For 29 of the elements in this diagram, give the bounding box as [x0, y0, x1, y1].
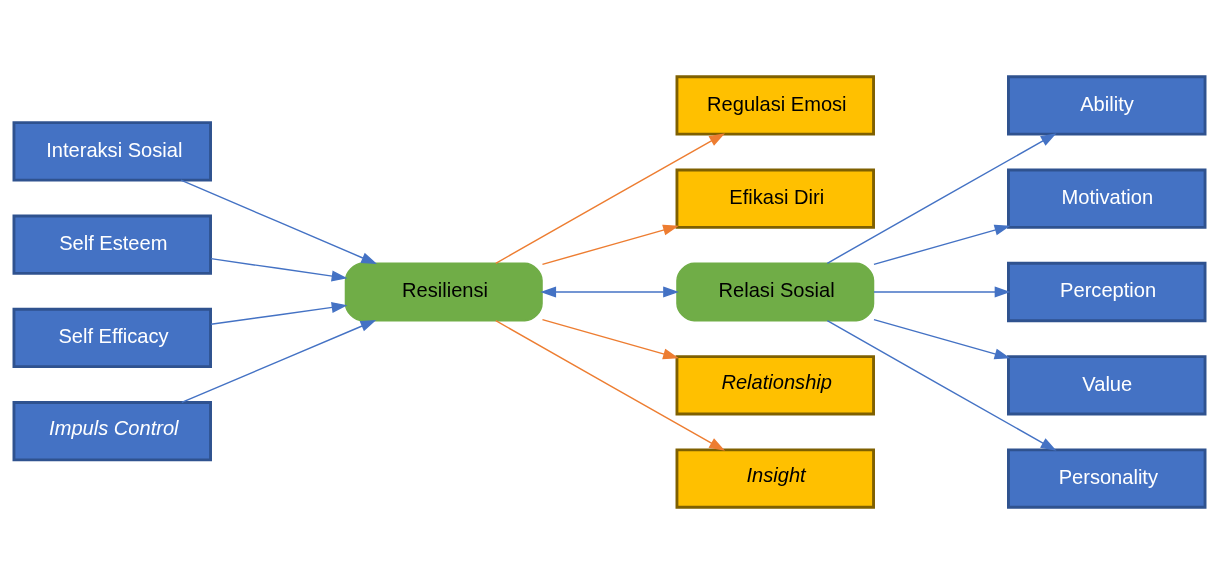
- node-box: Resiliensi: [344, 262, 543, 321]
- arrow: [210, 257, 348, 282]
- arrow: [826, 132, 1057, 264]
- arrow: [495, 132, 726, 264]
- node-box: Regulasi Emosi: [675, 74, 875, 136]
- node-box: Value: [1007, 354, 1207, 415]
- node-box: Efikasi Diri: [675, 168, 875, 229]
- arrow: [541, 224, 679, 265]
- node-box: Personality: [1007, 447, 1207, 509]
- node-box: Motivation: [1007, 168, 1207, 229]
- arrow: [181, 319, 377, 403]
- arrow: [541, 318, 679, 359]
- node-box: Relationship: [675, 354, 875, 415]
- arrow: [180, 178, 378, 264]
- arrow: [495, 319, 726, 451]
- node-box: Impuls Control: [12, 400, 212, 461]
- node-box: Relasi Sosial: [676, 262, 875, 321]
- arrow: [873, 285, 1011, 298]
- node-box: Ability: [1007, 74, 1207, 136]
- arrow: [210, 301, 348, 325]
- node-box: Self Esteem: [12, 214, 212, 275]
- node-box: Interaksi Sosial: [12, 120, 212, 181]
- node-box: Perception: [1007, 261, 1207, 322]
- arrow: [826, 319, 1057, 451]
- arrow: [873, 318, 1011, 359]
- node-box: Self Efficacy: [12, 307, 212, 368]
- arrow: [873, 224, 1011, 265]
- arrow: [540, 285, 679, 298]
- node-box: Insight: [675, 447, 875, 509]
